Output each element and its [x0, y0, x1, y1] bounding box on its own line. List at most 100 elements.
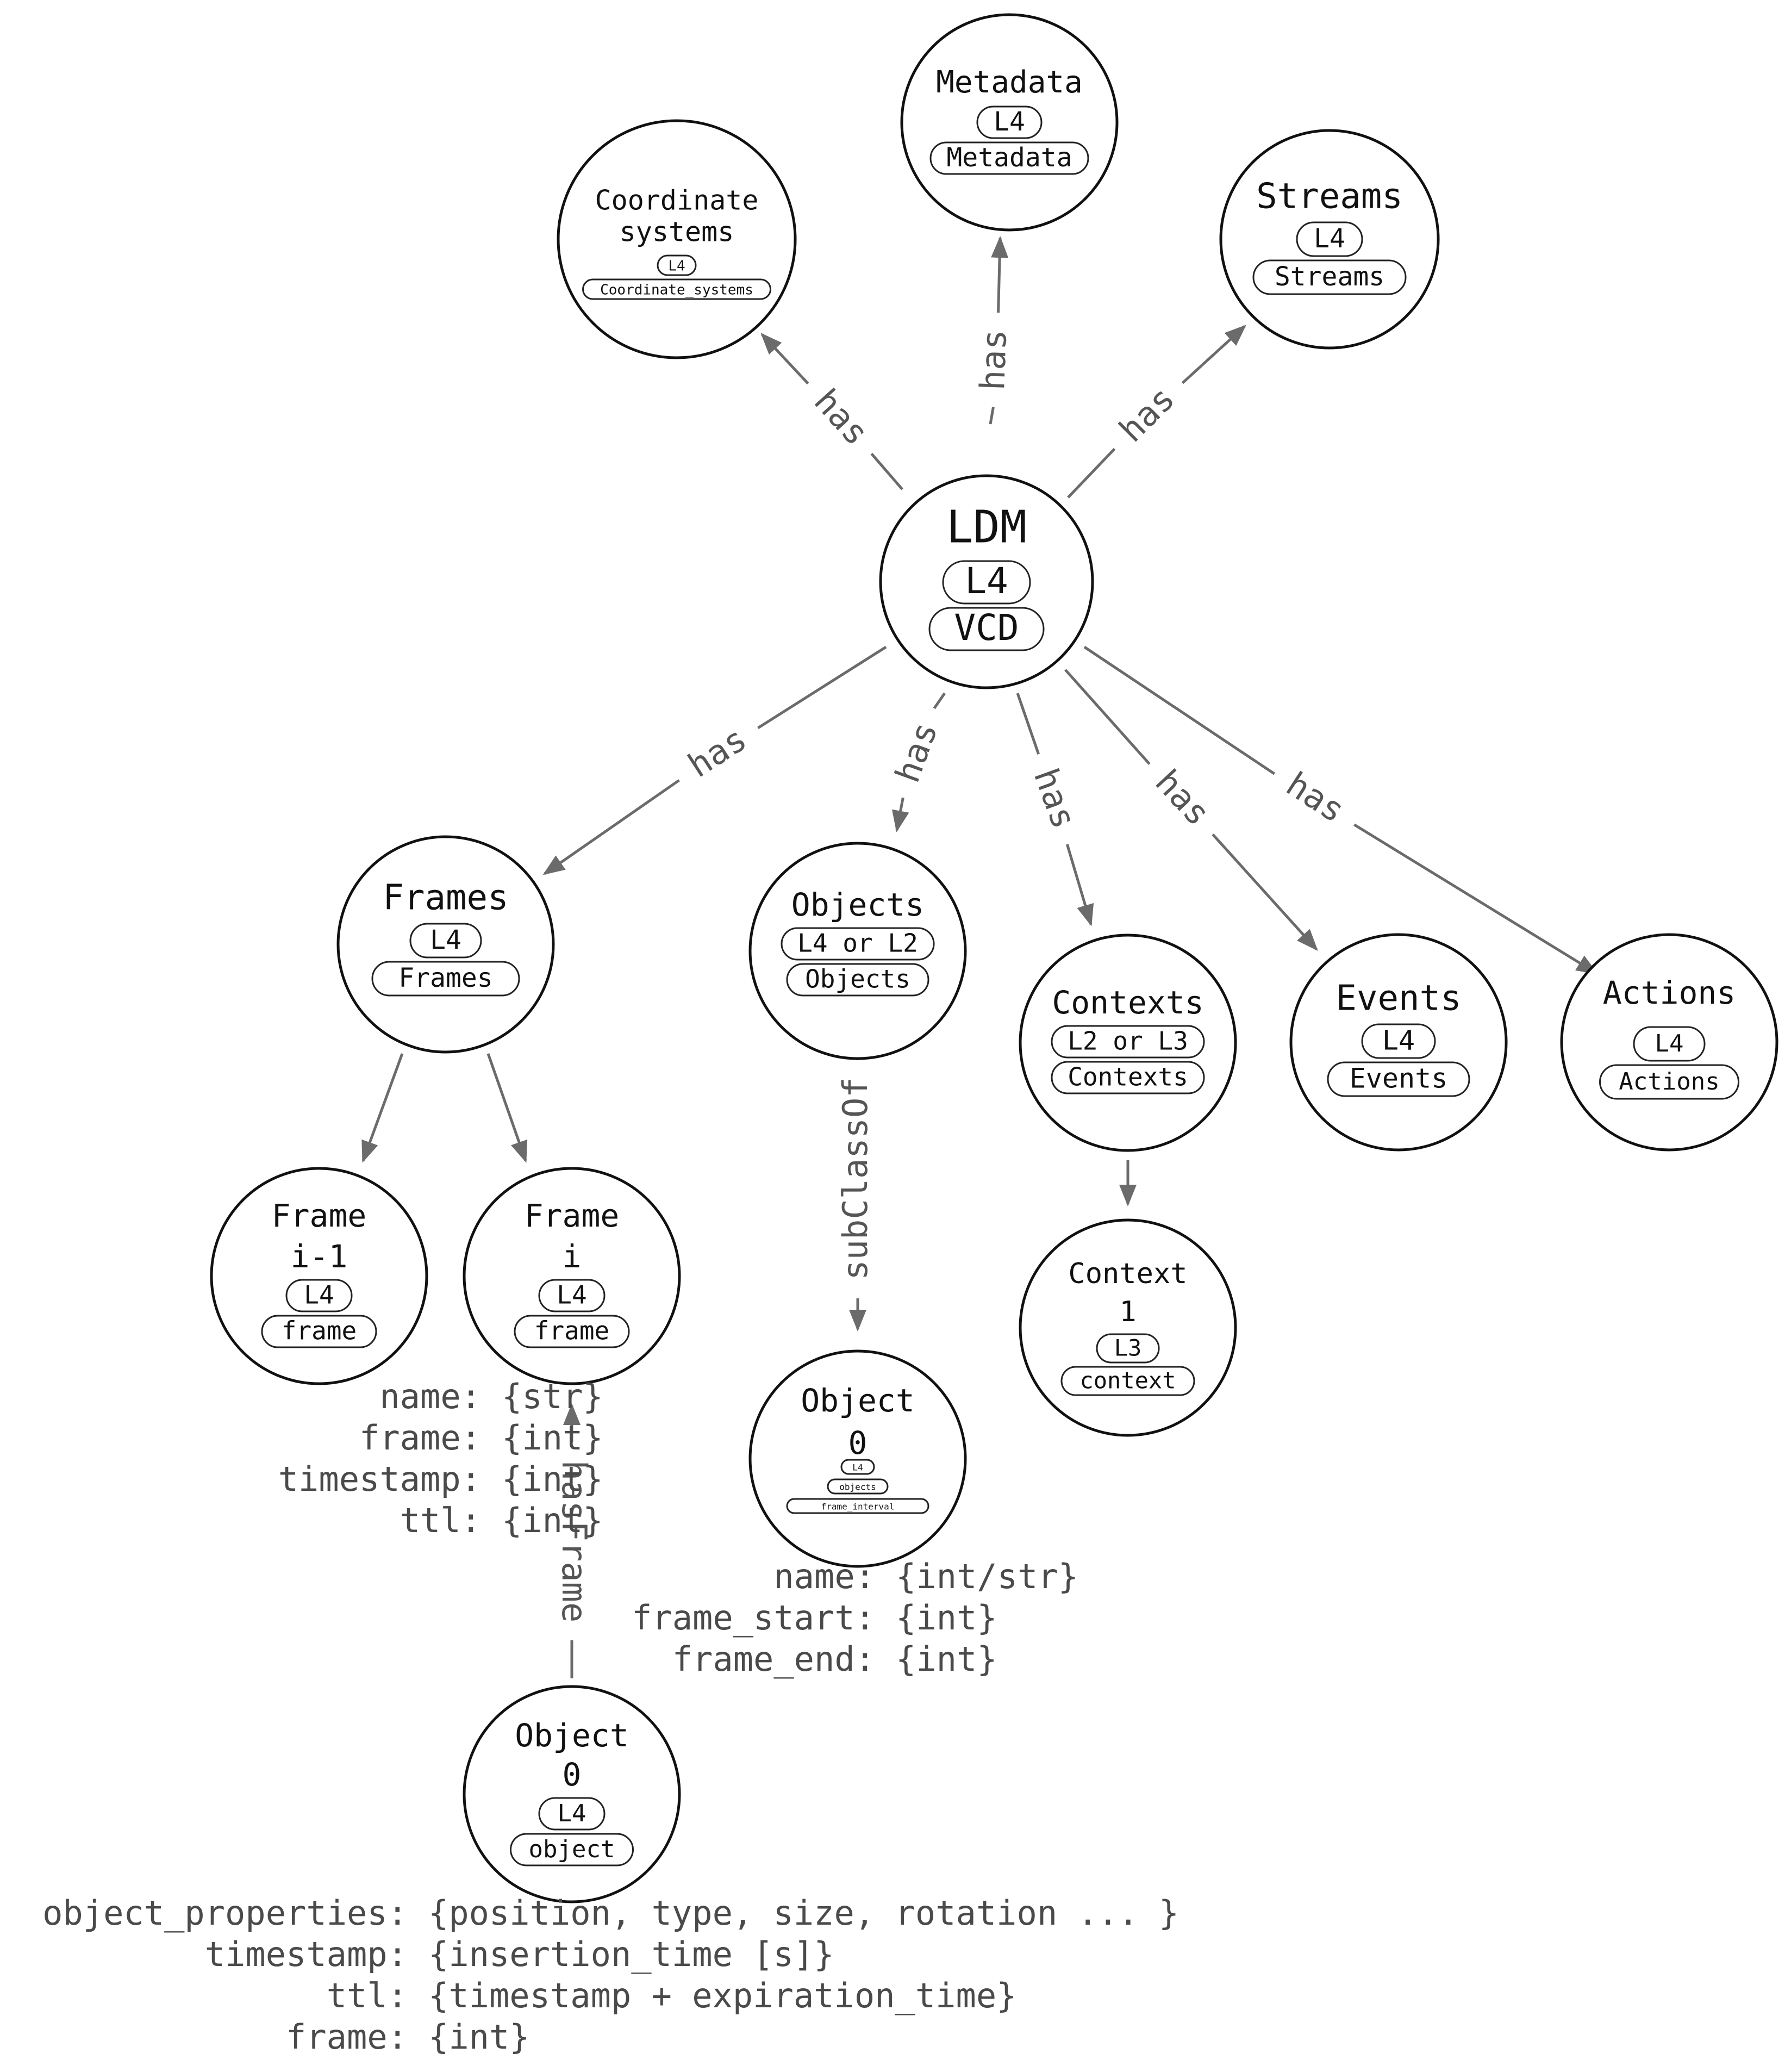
edge-arrow [542, 779, 680, 875]
tag-label: L4 [965, 560, 1008, 602]
edge-label: has [1026, 763, 1084, 833]
property-key: frame_start: [632, 1598, 875, 1638]
tag-pill [371, 961, 520, 997]
edge-ldm-to-objects: has [887, 692, 946, 832]
edge-line [989, 407, 995, 425]
edge-ldm-to-metadata: has [972, 236, 1014, 425]
tag-label: VCD [954, 607, 1019, 649]
tag-label: L4 [558, 1800, 586, 1827]
tag-pill [928, 607, 1045, 651]
edge-label: has [1147, 762, 1218, 833]
node-title: 0 [848, 1424, 868, 1461]
tag-pill [657, 254, 697, 276]
property-value: {int} [428, 2017, 530, 2057]
properties-frame: name:{str}frame:{int}timestamp:{int}ttl:… [278, 1377, 603, 1540]
tag-label: frame [534, 1316, 609, 1346]
property-key: object_properties: [42, 1893, 408, 1933]
property-value: {int} [896, 1598, 997, 1638]
edge-line [870, 452, 903, 490]
edge-arrow [1353, 823, 1599, 975]
tag-pill [976, 105, 1043, 139]
property-key: name: [379, 1377, 481, 1416]
node-title: systems [620, 216, 734, 248]
tag-pill [510, 1833, 634, 1866]
property-key: timestamp: [278, 1459, 481, 1499]
property-key: name: [773, 1557, 875, 1596]
tag-pill [1060, 1366, 1195, 1396]
tag-label: frame_interval [821, 1502, 895, 1512]
node-title: Object [515, 1717, 629, 1754]
property-key: ttl: [327, 1976, 408, 2015]
tag-label: L4 or L2 [797, 929, 918, 958]
property-key: timestamp: [205, 1934, 408, 1974]
edge-label: has [681, 719, 754, 785]
property-value: {int} [502, 1418, 603, 1458]
edge-arrow [1065, 844, 1094, 926]
tag-pill [781, 927, 935, 961]
tag-label: Events [1350, 1063, 1448, 1094]
property-value: {insertion_time [s]} [428, 1934, 834, 1974]
tag-pill [409, 923, 482, 959]
tag-label: context [1079, 1367, 1176, 1394]
node-title: Events [1336, 979, 1461, 1019]
property-value: {int} [502, 1501, 603, 1540]
edge-label: subClassOf [835, 1077, 875, 1280]
edge-ldm-to-actions: has [1083, 645, 1599, 975]
tag-pill [1327, 1061, 1470, 1097]
edge-object_0_frame-to-frame_i: hasFrame [554, 1403, 594, 1678]
tag-label: L4 [994, 107, 1025, 137]
edge-label: has [807, 381, 877, 453]
edge-line [757, 645, 887, 729]
tag-label: Frames [398, 963, 492, 993]
edge-arrow [1212, 833, 1318, 951]
edge-ldm-to-coordinate_systems: has [760, 333, 903, 490]
tag-label: Streams [1275, 262, 1384, 292]
tag-pill [285, 1279, 353, 1312]
tag-label: Actions [1619, 1068, 1719, 1096]
node-title: Object [801, 1382, 915, 1419]
tag-label: objects [839, 1482, 876, 1492]
edge-frames-to-frame_i [486, 1053, 528, 1163]
node-title: i [563, 1238, 582, 1275]
edge-arrow [1181, 325, 1246, 384]
tag-pill [1633, 1026, 1706, 1062]
edge-line [933, 692, 946, 710]
properties-layer: name:{str}frame:{int}timestamp:{int}ttl:… [42, 1377, 1179, 2057]
tag-pill [538, 1279, 606, 1312]
properties-object-frame: object_properties: {position, type, size,… [42, 1893, 1179, 2057]
edge-arrow [486, 1053, 528, 1163]
edge-line [1067, 447, 1116, 499]
property-key: ttl: [400, 1501, 481, 1540]
edge-frames-to-frame_i_minus_1 [361, 1053, 404, 1163]
property-key: frame_end: [672, 1639, 875, 1679]
edge-arrow [760, 333, 809, 385]
tag-pill [582, 278, 771, 300]
node-title: 0 [563, 1756, 582, 1793]
edge-label: has [1280, 764, 1352, 830]
property-value: {position, type, size, rotation ... } [428, 1893, 1179, 1933]
edge-arrow [991, 236, 1009, 313]
node-title: Contexts [1052, 984, 1203, 1021]
tag-label: L4 [668, 258, 685, 275]
node-title: Actions [1603, 974, 1736, 1011]
tag-pill [840, 1459, 875, 1475]
tag-label: L4 [1655, 1030, 1684, 1057]
tag-pill [786, 1498, 929, 1514]
tag-pill [1051, 1061, 1205, 1094]
edge-line [1064, 669, 1151, 765]
tag-pill [786, 963, 929, 997]
edge-objects-to-object_0_class: subClassOf [835, 1059, 875, 1331]
tag-label: L4 [1314, 223, 1345, 254]
tag-pill [1096, 1333, 1160, 1364]
node-title: Objects [791, 886, 924, 923]
tag-label: L2 or L3 [1068, 1026, 1188, 1056]
edge-ldm-to-frames: has [542, 645, 887, 875]
